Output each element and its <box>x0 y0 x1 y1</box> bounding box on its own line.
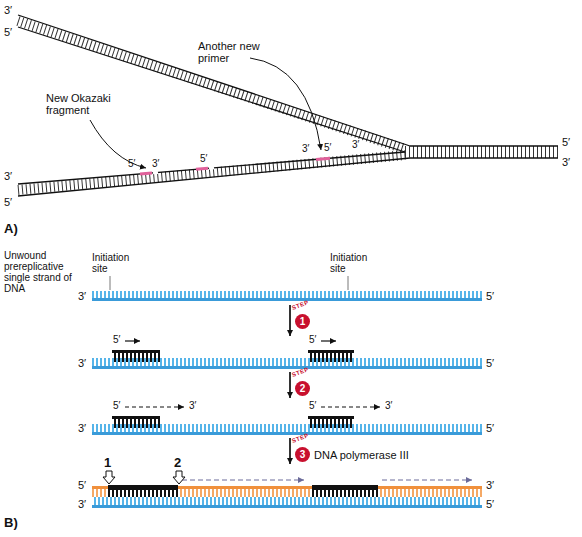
strand-end-label: 5′ <box>486 498 494 510</box>
template-strand <box>92 432 482 435</box>
primer-teeth <box>308 353 354 362</box>
callout-number: 2 <box>174 456 181 470</box>
step-arrow <box>289 305 291 336</box>
callout-text: New Okazaki fragment <box>46 92 126 116</box>
step-circle: STEP1 <box>295 314 310 329</box>
callout-text: Initiation site <box>330 252 385 274</box>
base-pair-rungs <box>18 21 405 149</box>
rna-primer <box>140 173 152 174</box>
direction-arrow <box>125 340 140 341</box>
template-strand-teeth <box>92 291 482 298</box>
dna-strand <box>18 15 410 146</box>
synthesis-arrow <box>321 407 380 408</box>
callout-number: 1 <box>104 456 111 470</box>
strand-end-label: 5′ <box>309 334 316 345</box>
rna-primer <box>112 350 160 353</box>
step-word: STEP <box>291 299 310 311</box>
rna-primer <box>108 485 178 490</box>
strand-end-label: 3′ <box>78 357 86 369</box>
strand-end-label: 5′ <box>324 142 331 153</box>
leader-arrow <box>250 58 321 150</box>
primer-teeth <box>312 489 378 497</box>
template-strand <box>92 505 482 508</box>
template-strand <box>92 298 482 301</box>
synthesis-arrow <box>125 407 184 408</box>
callout-text: Initiation site <box>92 252 147 274</box>
step-number: 1 <box>295 314 310 329</box>
primer-teeth <box>112 353 160 362</box>
base-pair-rungs <box>18 155 405 190</box>
callout-text: Unwound prereplicative single strand of … <box>4 250 74 294</box>
primer-teeth <box>108 489 178 497</box>
dna-strand <box>410 157 558 158</box>
step-number: 2 <box>295 381 310 396</box>
rna-primer <box>308 416 354 419</box>
strand-end-label: 5′ <box>562 136 570 148</box>
direction-arrow <box>321 340 336 341</box>
callout-arrow <box>103 471 115 484</box>
step-circle: STEP3 <box>295 447 310 462</box>
strand-end-label: 3′ <box>78 290 86 302</box>
strand-end-label: 5′ <box>486 422 494 434</box>
strand-end-label: 3′ <box>385 400 392 411</box>
rna-primer <box>308 350 354 353</box>
dna-strand <box>18 27 405 152</box>
leader-line <box>110 276 111 290</box>
dna-strand <box>18 158 410 196</box>
strand-end-label: 5′ <box>128 158 135 169</box>
strand-end-label: 3′ <box>78 422 86 434</box>
strand-end-label: 5′ <box>486 357 494 369</box>
enzyme-label: DNA polymerase III <box>314 449 409 461</box>
template-strand <box>92 366 482 369</box>
primer-teeth <box>112 419 160 428</box>
strand-end-label: 5′ <box>4 196 12 208</box>
primer-teeth <box>308 419 354 428</box>
leader-arrow <box>90 120 146 168</box>
synthesis-arrow <box>382 480 472 481</box>
callout-arrow <box>173 471 185 484</box>
strand-end-label: 3′ <box>302 143 309 154</box>
dna-strand <box>410 145 558 146</box>
strand-end-label: 3′ <box>4 4 12 16</box>
step-arrow <box>289 438 291 464</box>
strand-end-label: 5′ <box>309 400 316 411</box>
template-strand-teeth <box>92 424 482 432</box>
strand-end-label: 5′ <box>113 400 120 411</box>
step-circle: STEP2 <box>295 381 310 396</box>
rna-primer <box>112 416 160 419</box>
fragment-gap <box>209 166 214 169</box>
leader-line <box>348 276 349 290</box>
callout-text: Another new primer <box>198 40 270 64</box>
strand-end-label: 3′ <box>352 139 359 150</box>
strand-end-label: 3′ <box>78 498 86 510</box>
strand-end-label: 3′ <box>4 170 12 182</box>
strand-end-label: 3′ <box>562 156 570 168</box>
template-strand-teeth <box>92 497 482 505</box>
strand-end-label: 5′ <box>200 153 207 164</box>
step-number: 3 <box>295 447 310 462</box>
step-arrow <box>289 372 291 398</box>
panel-label: A) <box>4 222 18 236</box>
strand-end-label: 5′ <box>4 26 12 38</box>
strand-end-label: 5′ <box>486 290 494 302</box>
template-strand-teeth <box>92 358 482 366</box>
fragment-gap <box>153 171 158 174</box>
rna-primer <box>316 158 330 159</box>
dna-strand <box>18 152 405 184</box>
new-strand <box>92 486 482 489</box>
strand-end-label: 3′ <box>152 158 159 169</box>
strand-end-label: 5′ <box>78 479 86 491</box>
synthesis-arrow <box>182 480 304 481</box>
strand-end-label: 5′ <box>113 334 120 345</box>
rna-primer <box>196 168 208 169</box>
strand-end-label: 3′ <box>486 479 494 491</box>
panel-label: B) <box>4 516 18 530</box>
strand-end-label: 3′ <box>189 400 196 411</box>
base-pair-rungs <box>405 146 558 158</box>
new-strand-teeth <box>92 489 482 497</box>
